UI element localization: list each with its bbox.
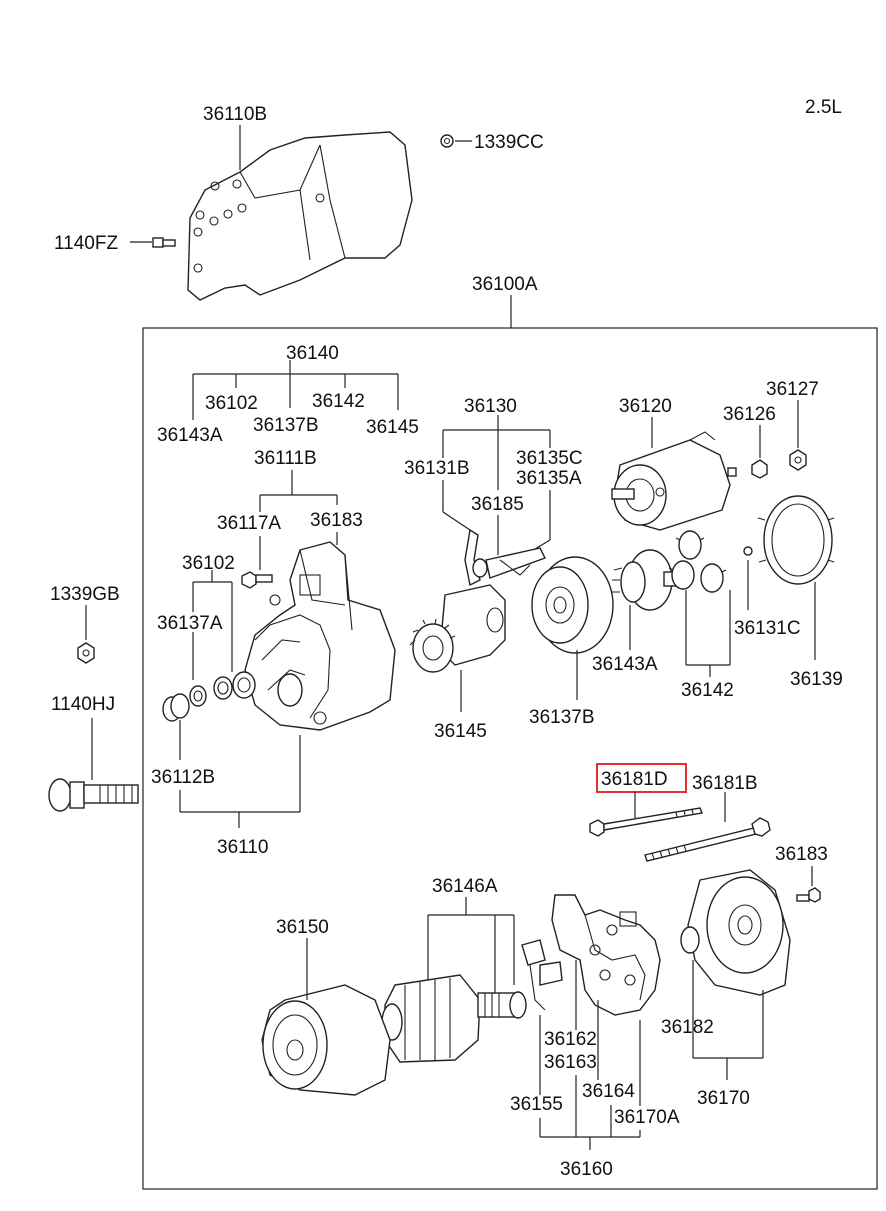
label-36117A: 36117A <box>217 513 281 534</box>
shift-lever-part <box>464 528 546 587</box>
label-36102-top: 36102 <box>205 393 258 414</box>
drive-housing-part <box>244 541 396 731</box>
label-36102-left: 36102 <box>182 553 235 574</box>
yoke-part <box>261 984 391 1096</box>
label-36112B: 36112B <box>151 767 215 788</box>
label-36160: 36160 <box>560 1159 613 1180</box>
label-36142-top: 36142 <box>312 391 365 412</box>
label-36181D[interactable]: 36181D <box>601 769 668 790</box>
label-36131B: 36131B <box>404 458 470 479</box>
washer-36137a <box>189 685 207 707</box>
nut-1339gb <box>77 642 95 664</box>
packing-ring-part <box>757 495 835 585</box>
planet-gears-part <box>668 530 727 593</box>
label-36140: 36140 <box>286 343 339 364</box>
planet-shaft-part <box>612 549 687 611</box>
nut-36127 <box>789 449 807 471</box>
label-1140FZ: 1140FZ <box>54 233 118 254</box>
label-36170A: 36170A <box>614 1107 680 1128</box>
bushing-36112b <box>162 693 190 722</box>
label-1339GB: 1339GB <box>50 584 120 605</box>
label-1140HJ: 1140HJ <box>51 694 115 715</box>
ball-36131c <box>743 546 753 556</box>
bolt-1140fz <box>152 237 176 248</box>
label-36143A-top: 36143A <box>157 425 223 446</box>
label-36126: 36126 <box>723 404 776 425</box>
label-36131C: 36131C <box>734 618 801 639</box>
solenoid-part <box>611 431 737 531</box>
bolt-36117a <box>241 571 273 589</box>
label-36183-lower: 36183 <box>775 844 828 865</box>
label-36120: 36120 <box>619 396 672 417</box>
label-36127: 36127 <box>766 379 819 400</box>
engine-label: 2.5L <box>805 97 842 118</box>
label-36110: 36110 <box>217 837 268 858</box>
label-36100A: 36100A <box>472 274 538 295</box>
label-36164: 36164 <box>582 1081 635 1102</box>
seal-ring <box>232 671 256 699</box>
highlight-box-36181D <box>596 763 687 793</box>
label-36155: 36155 <box>510 1094 563 1115</box>
label-36181B: 36181B <box>692 773 758 794</box>
through-bolt-36181d <box>589 807 703 837</box>
label-36135A: 36135A <box>516 468 582 489</box>
screw-36183 <box>796 887 821 903</box>
nut-36126 <box>751 459 768 479</box>
label-36145-mid: 36145 <box>434 721 487 742</box>
brush-holder-part <box>521 894 661 1016</box>
label-36137B-mid: 36137B <box>529 707 595 728</box>
label-1339CC: 1339CC <box>474 132 544 153</box>
label-36137A: 36137A <box>157 613 223 634</box>
pinion-gear-part <box>409 584 506 673</box>
internal-gear-part <box>531 556 614 654</box>
label-36137B-top: 36137B <box>253 415 319 436</box>
bolt-1140hj <box>48 778 139 812</box>
label-36170: 36170 <box>697 1088 750 1109</box>
through-bolt-36181b <box>644 817 771 862</box>
label-36111B: 36111B <box>254 448 317 469</box>
label-36162: 36162 <box>544 1029 597 1050</box>
label-36145-top: 36145 <box>366 417 419 438</box>
label-36185: 36185 <box>471 494 524 515</box>
heat-shield-part <box>187 131 413 301</box>
label-36183-top: 36183 <box>310 510 363 531</box>
label-36139: 36139 <box>790 669 843 690</box>
end-cover-part <box>680 869 791 996</box>
label-36142-mid: 36142 <box>681 680 734 701</box>
label-36110B: 36110B <box>203 104 267 125</box>
label-36182: 36182 <box>661 1017 714 1038</box>
label-36163: 36163 <box>544 1052 597 1073</box>
armature-part <box>381 974 527 1063</box>
label-36135C: 36135C <box>516 448 583 469</box>
assembly-box <box>142 327 878 1190</box>
label-36130: 36130 <box>464 396 517 417</box>
ring-36102 <box>213 676 233 700</box>
label-36150: 36150 <box>276 917 329 938</box>
label-36143A-mid: 36143A <box>592 654 658 675</box>
label-36146A: 36146A <box>432 876 498 897</box>
nut-1339cc <box>440 134 454 148</box>
